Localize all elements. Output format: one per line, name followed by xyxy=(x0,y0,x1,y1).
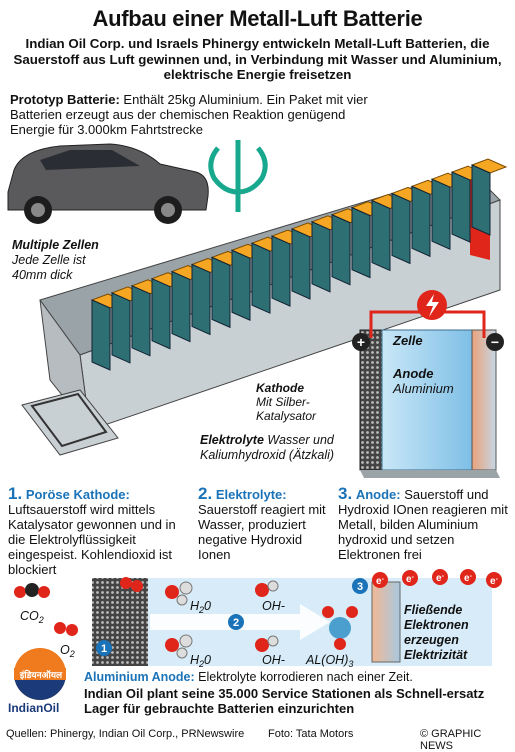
elektrolyte-text: Wasser und Kaliumhydroxid (Ätzkali) xyxy=(200,433,335,462)
elektrolyte-label: Elektrolyte Wasser und Kaliumhydroxid (Ä… xyxy=(200,433,420,463)
footer-credit: © GRAPHIC NEWS xyxy=(420,728,482,752)
electron-label: e- xyxy=(406,574,415,585)
battery-cells xyxy=(90,158,508,371)
minus-sign: − xyxy=(491,334,499,350)
cell-side xyxy=(391,192,411,265)
aluminium-hydroxide-molecule xyxy=(322,606,358,650)
h2o-molecule-top xyxy=(165,581,193,606)
aluminium-anode-heading: Aluminium Anode: xyxy=(84,670,195,684)
step-2-heading: Elektrolyte: xyxy=(215,487,287,502)
cell-side xyxy=(311,221,331,293)
cell-side xyxy=(151,277,171,350)
subtitle: Indian Oil Corp. und Israels Phinergy en… xyxy=(13,36,502,82)
electron-label: e- xyxy=(490,576,499,587)
step2-marker xyxy=(228,614,244,630)
cells-text: Jede Zelle ist 40mm dick xyxy=(12,253,86,282)
cell-side xyxy=(231,249,251,322)
minus-terminal-icon xyxy=(486,333,504,351)
car-image xyxy=(7,143,209,224)
o2-molecule-air xyxy=(120,577,143,592)
h2o-label-top: H20 xyxy=(190,599,211,615)
step-1-heading: Poröse Kathode: xyxy=(25,487,130,502)
footer-sources: Quellen: Phinergy, Indian Oil Corp., PRN… xyxy=(6,728,245,740)
step-3: 3. Anode: Sauerstoff und Hydroxid IOnen … xyxy=(338,484,510,562)
step3-label: 3 xyxy=(357,581,363,593)
h2o-molecule-bottom xyxy=(165,634,193,659)
oh-label-bottom: OH- xyxy=(262,653,285,667)
co2-label: CO2 xyxy=(20,609,44,625)
cell-side xyxy=(91,299,111,371)
step-2-number: 2. xyxy=(198,484,213,503)
step-1: 1. Poröse Kathode: Luftsauerstoff wird m… xyxy=(8,484,186,577)
electron-label: e- xyxy=(376,576,385,587)
cell-side xyxy=(291,228,311,300)
anode-label: Anode Aluminium xyxy=(393,366,454,396)
step-3-heading: Anode: xyxy=(355,487,401,502)
oh-molecule-top xyxy=(255,580,279,597)
step2-label: 2 xyxy=(233,617,239,629)
phinergy-logo xyxy=(208,140,268,212)
cell-side xyxy=(251,242,271,314)
kathode-heading: Kathode xyxy=(256,381,304,395)
cell-side xyxy=(471,164,491,236)
step-2-text: Sauerstoff reagiert mit Wasser, produzie… xyxy=(198,502,326,562)
elektrolyte-heading: Elektrolyte xyxy=(200,433,264,447)
prototype-text: Enthält 25kg Aluminium. Ein Paket mit vi… xyxy=(10,92,368,137)
o2-label: O2 xyxy=(60,643,75,659)
step3-marker xyxy=(352,578,368,594)
prototype-heading: Prototyp Batterie: xyxy=(10,92,120,107)
electrons xyxy=(372,569,502,588)
zelle-label: Zelle xyxy=(393,333,423,348)
oh-molecule-bottom xyxy=(255,635,279,652)
anode-text: Aluminium xyxy=(393,381,454,396)
cell-side xyxy=(411,185,431,258)
electron-flow-caption: Fließende Elektronen erzeugen Elektrizit… xyxy=(404,603,469,662)
kathode-label: Kathode Mit Silber-Katalysator xyxy=(256,381,366,423)
step-3-text: Sauerstoff und Hydroxid IOnen reagieren … xyxy=(338,487,508,562)
reaction-diagram: 1 2 3 e- e- e- e- e- CO2 O2 H20 OH- H20 … xyxy=(14,569,502,669)
step1-label: 1 xyxy=(101,643,107,655)
anode-heading: Anode xyxy=(393,366,434,381)
cell-diagram: + − xyxy=(352,290,504,478)
h2o-label-bottom: H20 xyxy=(190,653,211,669)
page-title: Aufbau einer Metall-Luft Batterie xyxy=(92,6,423,31)
cells-caption: Multiple Zellen Jede Zelle ist 40mm dick xyxy=(12,238,110,283)
cell-side xyxy=(131,285,151,357)
cell-side xyxy=(191,263,211,336)
kathode-text: Mit Silber-Katalysator xyxy=(256,395,317,423)
electron-label: e- xyxy=(464,573,473,584)
cell-side xyxy=(211,256,231,329)
oh-label-top: OH- xyxy=(262,599,285,613)
cell-side xyxy=(111,292,131,364)
co2-molecule xyxy=(14,583,50,598)
plus-terminal-icon xyxy=(352,333,370,351)
step-2: 2. Elektrolyte: Sauerstoff reagiert mit … xyxy=(198,484,338,562)
step-1-number: 1. xyxy=(8,484,23,503)
prototype-description: Prototyp Batterie: Enthält 25kg Aluminiu… xyxy=(10,92,380,137)
cells-heading: Multiple Zellen xyxy=(12,238,99,252)
aluminium-anode-note: Aluminium Anode: Elektrolyte korrodieren… xyxy=(84,670,509,684)
cell-side xyxy=(351,206,371,279)
step-1-text: Luftsauerstoff wird mittels Katalysator … xyxy=(8,502,176,577)
step-3-number: 3. xyxy=(338,484,353,503)
cell-side xyxy=(371,199,391,272)
cell-side xyxy=(271,235,291,307)
cell-side xyxy=(331,213,351,286)
step1-marker xyxy=(96,640,112,656)
aloh3-label: AL(OH)3 xyxy=(305,653,353,669)
footer-photo-credit: Foto: Tata Motors xyxy=(268,728,354,740)
indianoil-devanagari: इंडियनऑयल xyxy=(19,670,63,680)
indianoil-wordmark: IndianOil xyxy=(8,701,60,715)
plus-sign: + xyxy=(357,334,365,350)
cell-side xyxy=(431,178,451,250)
o2-molecule xyxy=(54,622,78,636)
aluminium-anode-text: Elektrolyte korrodieren nach einer Zeit. xyxy=(198,670,413,684)
electron-label: e- xyxy=(436,573,445,584)
cell-side xyxy=(451,171,471,243)
plan-note: Indian Oil plant seine 35.000 Service St… xyxy=(84,686,485,716)
indianoil-logo xyxy=(14,648,66,700)
cell-side xyxy=(171,270,191,343)
